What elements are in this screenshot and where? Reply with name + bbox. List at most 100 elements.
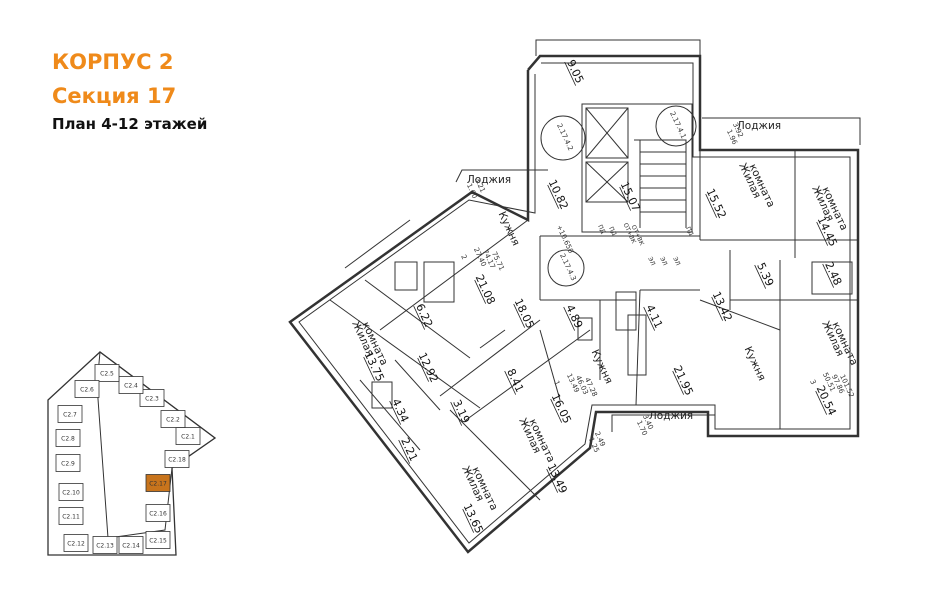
area-underline: [711, 296, 724, 321]
keyplan-section-label: С2.3: [145, 396, 159, 403]
plan-subtitle: План 4-12 этажей: [52, 115, 208, 133]
area-underline: [754, 264, 767, 289]
room-label-loggia: Лоджия: [737, 120, 781, 132]
building-title: КОРПУС 2: [52, 50, 174, 74]
room-area: 3.19: [450, 398, 472, 426]
area-underline: [672, 370, 685, 395]
apartment-number: 2: [459, 253, 468, 260]
room-area: 15.07: [618, 179, 643, 213]
room-label-loggia: Лоджия: [467, 174, 511, 186]
keyplan-cell: [57, 405, 83, 423]
keyplan-section-label: С2.14: [122, 543, 140, 550]
keyplan-section-label: С2.8: [61, 436, 75, 443]
area-underline: [619, 186, 632, 211]
area-underline: [474, 279, 487, 304]
keyplan-cell: [74, 380, 100, 398]
room-area: 2.48: [822, 260, 844, 288]
section-title: Секция 17: [52, 84, 177, 108]
keyplan-cell-active: [145, 474, 171, 492]
room-area: 10.82: [546, 177, 571, 211]
keyplan-section-label: С2.4: [124, 383, 138, 390]
shaft-label: ПД: [684, 226, 694, 238]
keyplan-cell: [55, 454, 81, 472]
keyplan-section-label: С2.7: [63, 412, 77, 419]
stair-tag: 2.17.4.2: [555, 122, 574, 152]
stair-tag-circle: [547, 249, 585, 287]
keyplan-cell: [92, 536, 118, 554]
shaft-label: ЭЛ: [646, 256, 656, 267]
area-underline: [398, 439, 411, 464]
room-area: 12.92: [416, 350, 441, 384]
keyplan-cell: [160, 410, 186, 428]
keyplan-section-label: С2.17: [149, 481, 167, 488]
area-underline: [822, 263, 835, 288]
keyplan-cell: [145, 504, 171, 522]
room-area: 5.39: [754, 261, 776, 289]
keyplan-cell: [94, 364, 120, 382]
keyplan-cell: [164, 450, 190, 468]
apartment-number: 1: [552, 379, 561, 386]
keyplan-cell: [145, 531, 171, 549]
keyplan-cell: [118, 536, 144, 554]
area-underline: [546, 468, 559, 493]
room-label-kitchen: Кужня: [742, 345, 768, 383]
area-underline: [413, 305, 426, 330]
room-area: 15.52: [704, 186, 729, 220]
room-area: 21.95: [671, 363, 696, 397]
area-underline: [643, 306, 656, 331]
shaft-label: ПД: [607, 226, 617, 238]
room-area: 6.22: [413, 302, 435, 330]
area-underline: [564, 61, 577, 86]
keyplan-section-label: С2.12: [67, 541, 85, 548]
keyplan-cell: [58, 483, 84, 501]
stair-tag-circle: [540, 115, 586, 161]
room-area: 21.08: [473, 272, 498, 306]
keyplan-section-label: С2.10: [62, 490, 80, 497]
keyplan-section-label: С2.16: [149, 511, 167, 518]
area-underline: [547, 184, 560, 209]
stair-tag: 2.17.4.1: [668, 110, 687, 140]
area-underline: [389, 400, 402, 425]
area-underline: [705, 193, 718, 218]
room-area: 13.65: [461, 501, 486, 535]
keyplan-cell: [58, 507, 84, 525]
area-underline: [450, 401, 463, 426]
keyplan-section-label: С2.5: [100, 371, 114, 378]
keyplan-cell: [139, 389, 165, 407]
keyplan-cell: [63, 534, 89, 552]
area-underline: [462, 508, 475, 533]
area-underline: [513, 303, 526, 328]
area-underline: [504, 370, 517, 395]
keyplan-section-label: С2.11: [62, 514, 80, 521]
room-label-loggia: Лоджия: [649, 410, 693, 422]
area-underline: [816, 221, 829, 246]
keyplan-section-label: С2.18: [168, 457, 186, 464]
room-area: 4.34: [389, 397, 411, 425]
area-underline: [417, 357, 430, 382]
room-area: 16.05: [549, 391, 574, 425]
area-underline: [550, 398, 563, 423]
keyplan-cell: [118, 376, 144, 394]
area-underline: [815, 390, 828, 415]
plan-walls: [288, 39, 861, 554]
apartment-number: 3: [808, 378, 817, 385]
shaft-label: ПД: [596, 224, 606, 236]
keyplan-section-label: С2.1: [181, 434, 195, 441]
room-area: 4.89: [563, 303, 585, 331]
room-area: 13.42: [710, 289, 735, 323]
keyplan-section-label: С2.6: [80, 387, 94, 394]
shaft-label: ЭЛ: [658, 256, 668, 267]
key-plan: С2.1С2.2С2.3С2.4С2.5С2.6С2.7С2.8С2.9С2.1…: [47, 351, 217, 556]
area-underline: [363, 356, 376, 381]
keyplan-section-label: С2.2: [166, 417, 180, 424]
room-area: 13.49: [545, 461, 570, 495]
area-underline: [563, 306, 576, 331]
shaft-label: ЭЛ: [671, 256, 681, 267]
room-area: 2.21: [398, 436, 420, 464]
keyplan-section-label: С2.9: [61, 461, 75, 468]
keyplan-cell: [175, 427, 201, 445]
stair-tag-circle: [655, 105, 697, 147]
